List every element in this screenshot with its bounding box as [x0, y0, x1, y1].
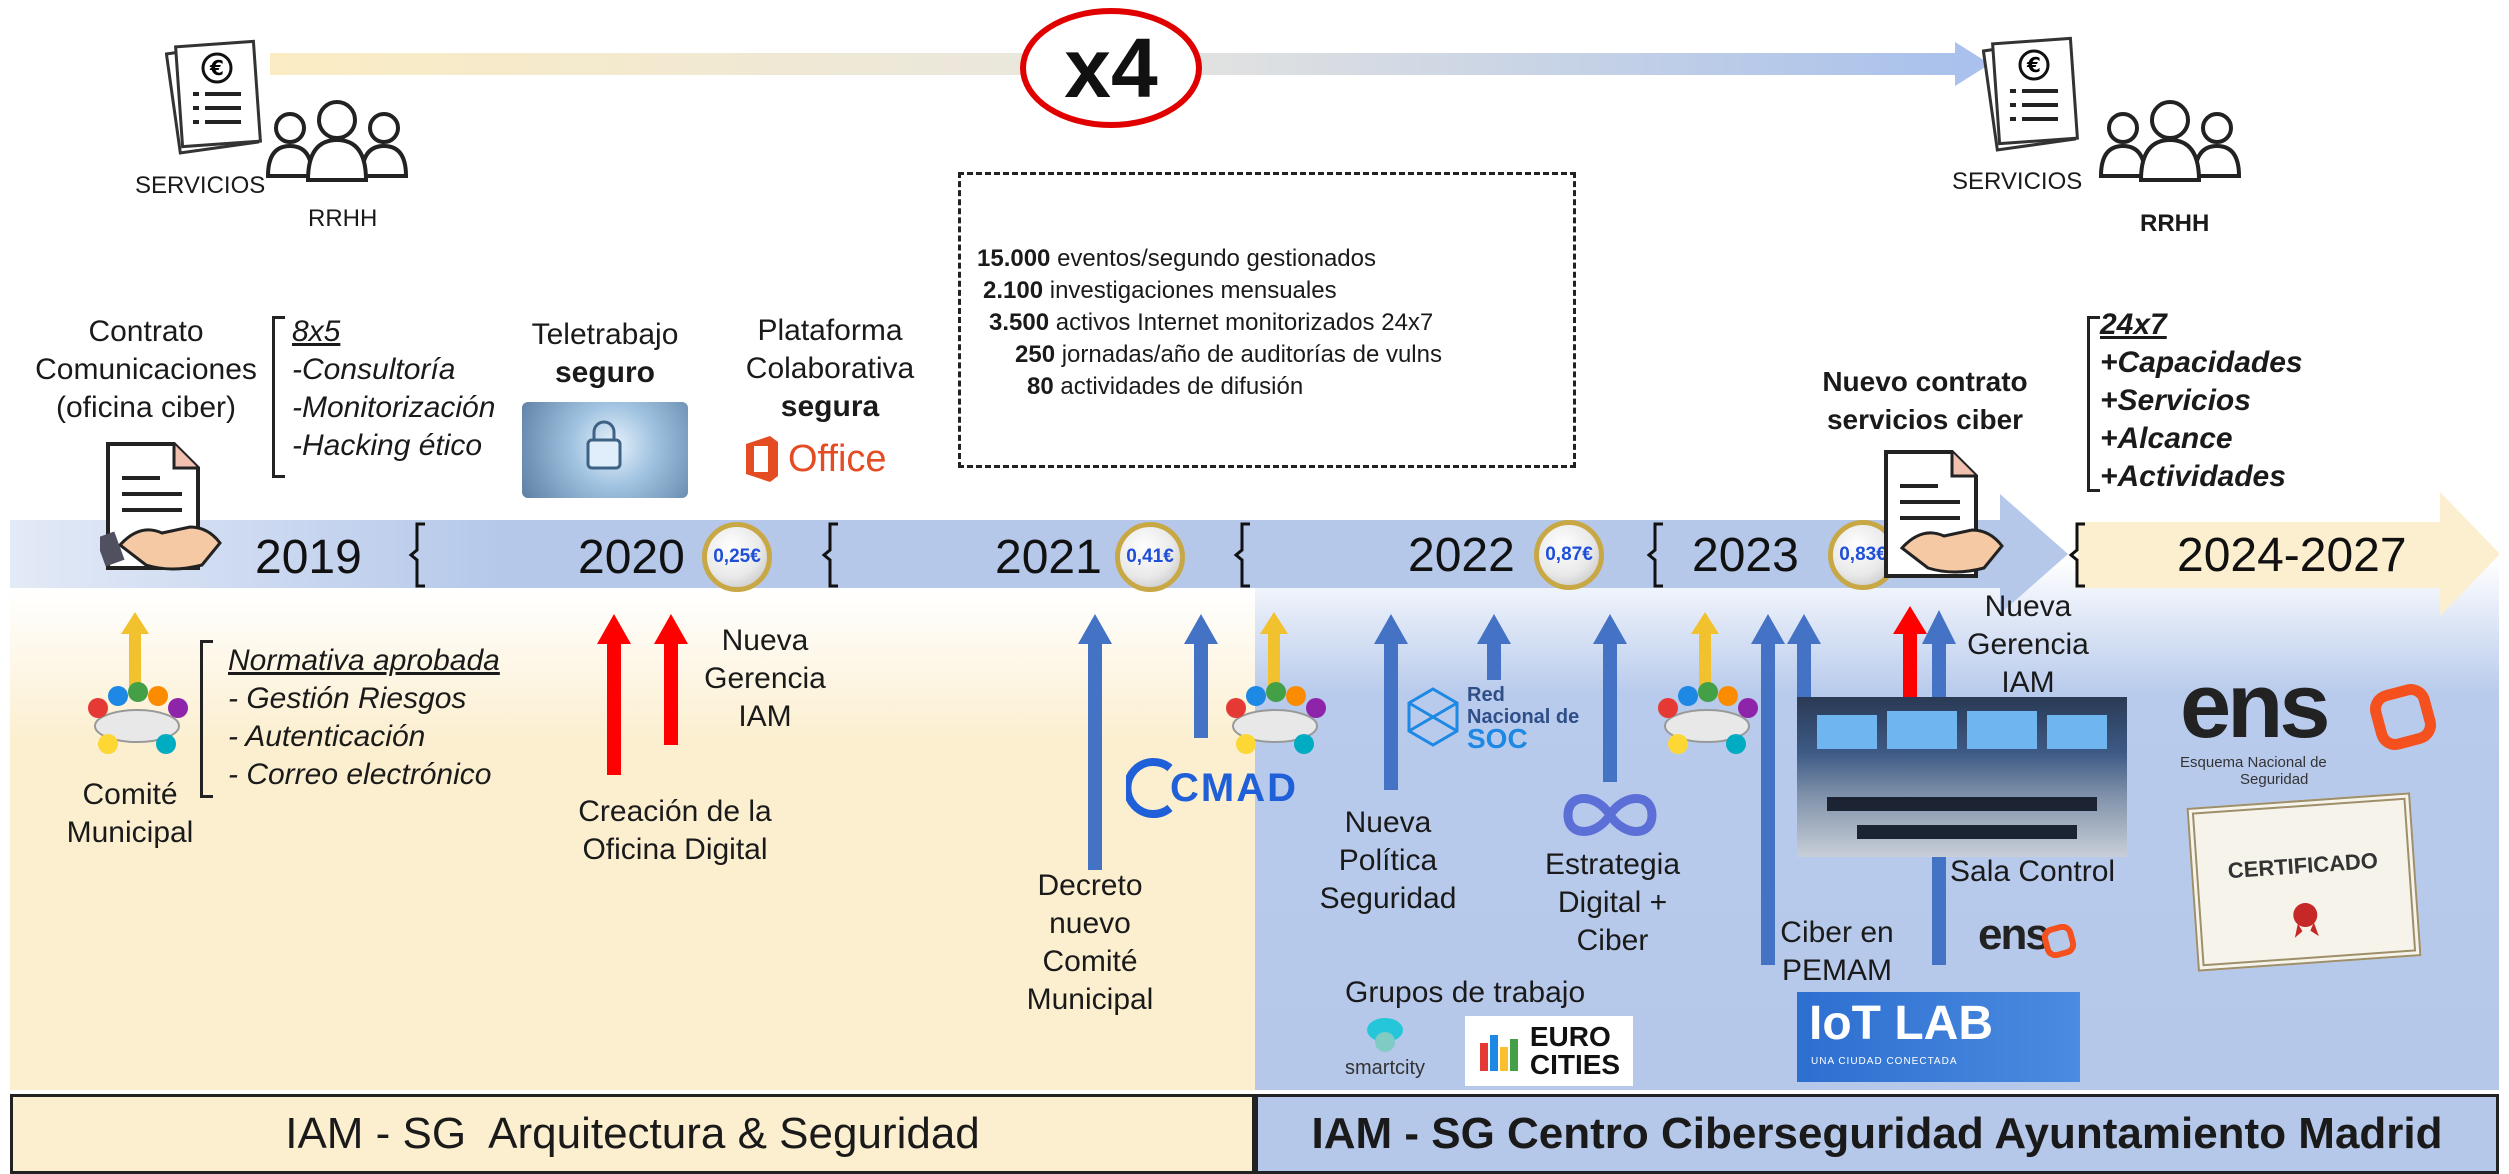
- office-icon: [746, 436, 778, 482]
- budget-coin-2020: 0,25€: [702, 522, 772, 592]
- future-bracket: [2087, 316, 2100, 492]
- rrhh-people-icon: [265, 100, 409, 182]
- stat-line: 15.000 eventos/segundo gestionados: [977, 245, 1376, 272]
- ens-mark-icon: [2370, 684, 2436, 750]
- multiplier-oval: x4: [1020, 8, 1202, 128]
- ens-logo: ens Esquema Nacional de Seguridad: [2180, 660, 2440, 788]
- left-period-background: [10, 590, 1255, 1090]
- svg-text:€: €: [209, 56, 224, 80]
- ens-mark-icon: [2042, 924, 2077, 959]
- iot-lab-logo: IoT LAB UNA CIUDAD CONECTADA: [1797, 992, 2080, 1082]
- seal-icon: [2293, 902, 2319, 938]
- network-icon: [1407, 687, 1459, 747]
- lock-icon: [586, 420, 622, 470]
- contract-bracket: [272, 316, 285, 478]
- contract-handshake-icon: [100, 442, 222, 571]
- eurocities-icon: [1479, 1035, 1518, 1071]
- stat-line: 80 actividades de difusión: [1027, 373, 1304, 400]
- certificate-image: CERTIFICADO: [2186, 792, 2422, 972]
- right-rrhh-label: RRHH: [2140, 210, 2210, 237]
- norms-list: Normativa aprobada - Gestión Riesgos - A…: [228, 644, 500, 791]
- monitor-wall-icon: [1817, 711, 2107, 839]
- left-services-label: SERVICIOS: [135, 172, 266, 199]
- norms-bracket: [200, 640, 213, 798]
- office-logo: Office: [742, 436, 887, 482]
- committee-meeting-icon-2023: [1658, 682, 1758, 754]
- committee-meeting-icon: [88, 682, 188, 754]
- year-2024-2027: 2024-2027: [2177, 529, 2407, 582]
- smartcity-icon: [1367, 1018, 1403, 1052]
- workgroups-label: Grupos de trabajo: [1345, 976, 1586, 1009]
- ens-small-logo: ens: [1978, 910, 2078, 972]
- future-items: 24x7 +Capacidades +Servicios +Alcance +A…: [2100, 308, 2303, 493]
- smartcity-logo: smartcity: [1335, 1016, 1435, 1086]
- year-2019: 2019: [255, 531, 362, 584]
- contract-items: 8x5 -Consultoría -Monitorización -Hackin…: [292, 315, 496, 462]
- strategy-infinity-icon: [1563, 794, 1657, 836]
- services-document-icon: €: [165, 39, 262, 155]
- rrhh-people-icon-right: [2098, 100, 2242, 182]
- eurocities-logo: EURO CITIES: [1465, 1016, 1633, 1086]
- soc-logo: Red Nacional de SOC: [1405, 684, 1579, 753]
- services-document-icon-right: €: [1982, 36, 2079, 152]
- svg-text:€: €: [2026, 53, 2041, 77]
- stat-line: 250 jornadas/año de auditorías de vulns: [1015, 341, 1442, 368]
- year-2023: 2023: [1692, 529, 1799, 582]
- year-2021: 2021: [995, 531, 1102, 584]
- control-room-label: Sala Control: [1950, 855, 2116, 888]
- year-2022: 2022: [1408, 529, 1515, 582]
- year-2020: 2020: [578, 531, 685, 584]
- gold-arrow: [121, 612, 1719, 690]
- committee-meeting-icon-2021: [1226, 682, 1326, 754]
- footer-left-bar: IAM - SG Arquitectura & Seguridad: [10, 1094, 1255, 1174]
- telework-image: [522, 402, 688, 498]
- footer-right-bar: IAM - SG Centro Ciberseguridad Ayuntamie…: [1255, 1094, 2499, 1174]
- left-rrhh-label: RRHH: [308, 205, 378, 232]
- stats-lines: 15.000 eventos/segundo gestionados 2.100…: [975, 243, 1442, 403]
- budget-coin-2021: 0,41€: [1115, 522, 1185, 592]
- budget-coin-2022: 0,87€: [1534, 520, 1604, 590]
- stat-line: 3.500 activos Internet monitorizados 24x…: [989, 309, 1434, 336]
- stat-line: 2.100 investigaciones mensuales: [983, 277, 1337, 304]
- timeline-band: [10, 492, 2500, 616]
- right-services-label: SERVICIOS: [1952, 168, 2083, 195]
- cmad-c-icon: [1126, 758, 1173, 818]
- control-room-image: [1797, 697, 2127, 857]
- new-contract-handshake-icon: [1884, 450, 2004, 578]
- cmad-logo: CMAD: [1126, 756, 1298, 820]
- multiplier-text: x4: [1064, 20, 1158, 115]
- stats-box: [958, 172, 1576, 468]
